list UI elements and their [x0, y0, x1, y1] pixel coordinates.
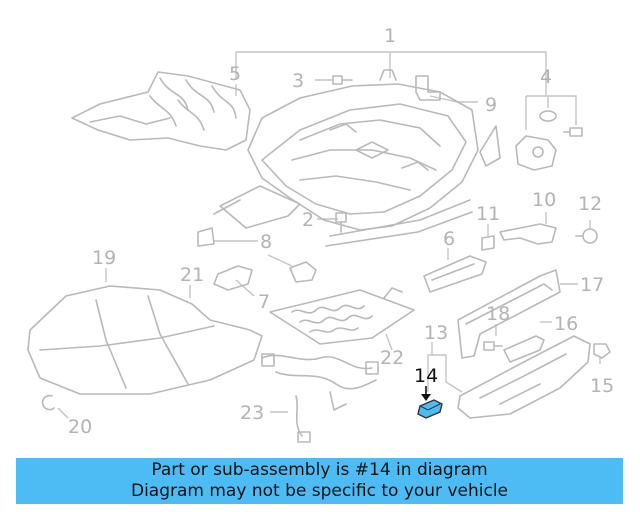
callout-3: 3 [292, 70, 304, 92]
parts-diagram: 1 2 3 4 5 6 7 8 9 10 11 12 13 14 15 16 1… [27, 25, 614, 443]
part-23-wire-harness [261, 353, 379, 443]
part-21-cover [213, 265, 253, 291]
callout-14: 14 [414, 365, 438, 387]
part-22-spring-mat [269, 287, 415, 345]
part-6-side-trim [423, 255, 487, 293]
part-3-bolt [332, 75, 353, 85]
callout-11: 11 [476, 203, 500, 225]
callout-17: 17 [580, 274, 604, 296]
callout-numbers: 1 2 3 4 5 6 7 8 9 10 11 12 13 14 15 16 1… [68, 25, 614, 438]
part-20-clip [41, 394, 55, 411]
callout-12: 12 [578, 193, 602, 215]
part-5-heater-mat [71, 71, 251, 151]
caption-line-2: Diagram may not be specific to your vehi… [130, 481, 508, 501]
callout-19: 19 [92, 247, 116, 269]
part-10-lever [499, 223, 557, 245]
callout-23: 23 [240, 402, 264, 424]
callout-16: 16 [554, 313, 578, 335]
part-18-screw [483, 341, 503, 351]
callout-4: 4 [540, 66, 552, 88]
part-19-seat-cushion [27, 285, 263, 395]
part-2-bolt [335, 212, 347, 233]
part-4-assembly [479, 110, 583, 171]
callout-6: 6 [443, 228, 455, 250]
part-16-switch [503, 335, 545, 363]
part-8-clips [197, 227, 317, 283]
part-17-side-frame [457, 269, 561, 359]
callout-15: 15 [590, 375, 614, 397]
callout-2: 2 [302, 209, 314, 231]
part-1-seat-frame [213, 69, 479, 247]
callout-8: 8 [260, 231, 272, 253]
caption-line-1: Part or sub-assembly is #14 in diagram [151, 460, 488, 480]
part-14-highlighted [417, 386, 443, 419]
part-11-bracket [481, 235, 495, 251]
caption-banner: Part or sub-assembly is #14 in diagram D… [16, 458, 623, 504]
callout-22: 22 [380, 347, 404, 369]
callout-18: 18 [486, 303, 510, 325]
callout-21: 21 [180, 264, 204, 286]
callout-13: 13 [424, 322, 448, 344]
part-15-clip [593, 343, 611, 359]
callout-10: 10 [532, 189, 556, 211]
callout-1: 1 [384, 25, 396, 47]
callout-20: 20 [68, 416, 92, 438]
leader-lines [57, 51, 601, 419]
callout-9: 9 [485, 94, 497, 116]
callout-5: 5 [229, 63, 241, 85]
part-9-bracket [415, 75, 441, 101]
callout-7: 7 [258, 291, 270, 313]
part-13-side-shield [457, 335, 591, 419]
part-12-knob [575, 228, 598, 244]
